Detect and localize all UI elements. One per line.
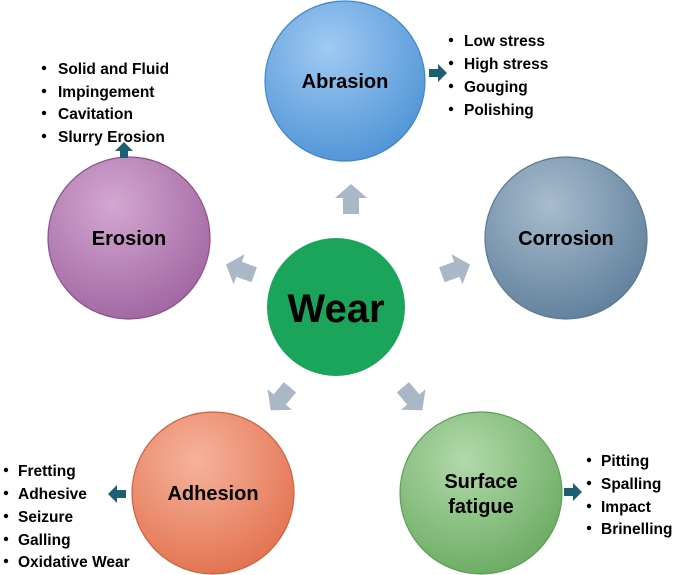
list-item: Seizure (3, 509, 74, 526)
svg-text:Solid and Fluid: Solid and Fluid (58, 61, 169, 78)
list-item: Galling (3, 532, 71, 549)
svg-text:Polishing: Polishing (464, 102, 534, 119)
node-surface-fatigue: Surface fatigue (399, 411, 563, 575)
connector-arrows (226, 184, 470, 411)
abrasion-label: Abrasion (302, 71, 389, 93)
erosion-pointer-arrow (115, 142, 133, 158)
svg-text:Low stress: Low stress (464, 33, 545, 50)
connector-arrow-corrosion (439, 254, 470, 285)
adhesion-pointer-arrow (108, 485, 126, 503)
list-item: Low stress (448, 33, 545, 50)
list-item: Cavitation (41, 106, 133, 123)
svg-text:Cavitation: Cavitation (58, 106, 133, 123)
svg-text:Slurry Erosion: Slurry Erosion (58, 129, 165, 146)
erosion-list: Solid and Fluid Impingement Cavitation S… (41, 61, 169, 146)
center-node-wear: Wear (267, 238, 405, 376)
list-item: Adhesive (3, 486, 87, 503)
list-item: Polishing (448, 102, 534, 119)
list-item: Oxidative Wear (3, 554, 130, 571)
corrosion-circle (484, 156, 648, 320)
list-item: Gouging (448, 79, 528, 96)
list-item: Slurry Erosion (41, 129, 165, 146)
svg-text:Fretting: Fretting (18, 463, 76, 480)
svg-text:Adhesive: Adhesive (18, 486, 87, 503)
connector-arrow-adhesion (267, 382, 297, 411)
node-abrasion: Abrasion (264, 0, 426, 162)
center-circle (267, 238, 405, 376)
corrosion-label: Corrosion (518, 228, 614, 250)
connector-arrow-erosion (226, 254, 257, 285)
node-corrosion: Corrosion (484, 156, 648, 320)
center-label: Wear (287, 287, 384, 331)
connector-arrow-abrasion (335, 184, 367, 214)
svg-text:Gouging: Gouging (464, 79, 528, 96)
list-item: Impact (586, 499, 651, 516)
svg-text:High stress: High stress (464, 56, 548, 73)
list-item: Solid and Fluid (41, 61, 169, 78)
erosion-circle (47, 156, 211, 320)
list-item: Fretting (3, 463, 76, 480)
node-erosion: Erosion (47, 156, 211, 320)
surface-fatigue-list: Pitting Spalling Impact Brinelling (586, 453, 672, 538)
svg-text:Seizure: Seizure (18, 509, 74, 526)
erosion-label: Erosion (92, 228, 166, 250)
surface-fatigue-circle (399, 411, 563, 575)
surface-fatigue-pointer-arrow (564, 483, 582, 501)
abrasion-pointer-arrow (429, 64, 447, 82)
list-item: Brinelling (586, 521, 672, 538)
svg-text:Spalling: Spalling (601, 476, 661, 493)
svg-text:Pitting: Pitting (601, 453, 649, 470)
svg-text:Oxidative Wear: Oxidative Wear (18, 554, 130, 571)
surface-fatigue-label-line2: fatigue (448, 496, 514, 518)
svg-text:Brinelling: Brinelling (601, 521, 672, 538)
adhesion-label: Adhesion (167, 483, 258, 505)
svg-text:Impact: Impact (601, 499, 651, 516)
adhesion-circle (131, 411, 295, 575)
adhesion-list: Fretting Adhesive Seizure Galling Oxidat… (3, 463, 130, 571)
svg-text:Galling: Galling (18, 532, 71, 549)
pointer-arrows (108, 64, 582, 503)
abrasion-list: Low stress High stress Gouging Polishing (448, 33, 548, 119)
surface-fatigue-label-line1: Surface (444, 471, 517, 493)
list-item: Spalling (586, 476, 661, 493)
node-adhesion: Adhesion (131, 411, 295, 575)
list-item: Pitting (586, 453, 649, 470)
list-item: Impingement (41, 84, 154, 101)
connector-arrow-surface-fatigue (396, 382, 426, 411)
list-item: High stress (448, 56, 548, 73)
abrasion-circle (264, 0, 426, 162)
svg-text:Impingement: Impingement (58, 84, 154, 101)
